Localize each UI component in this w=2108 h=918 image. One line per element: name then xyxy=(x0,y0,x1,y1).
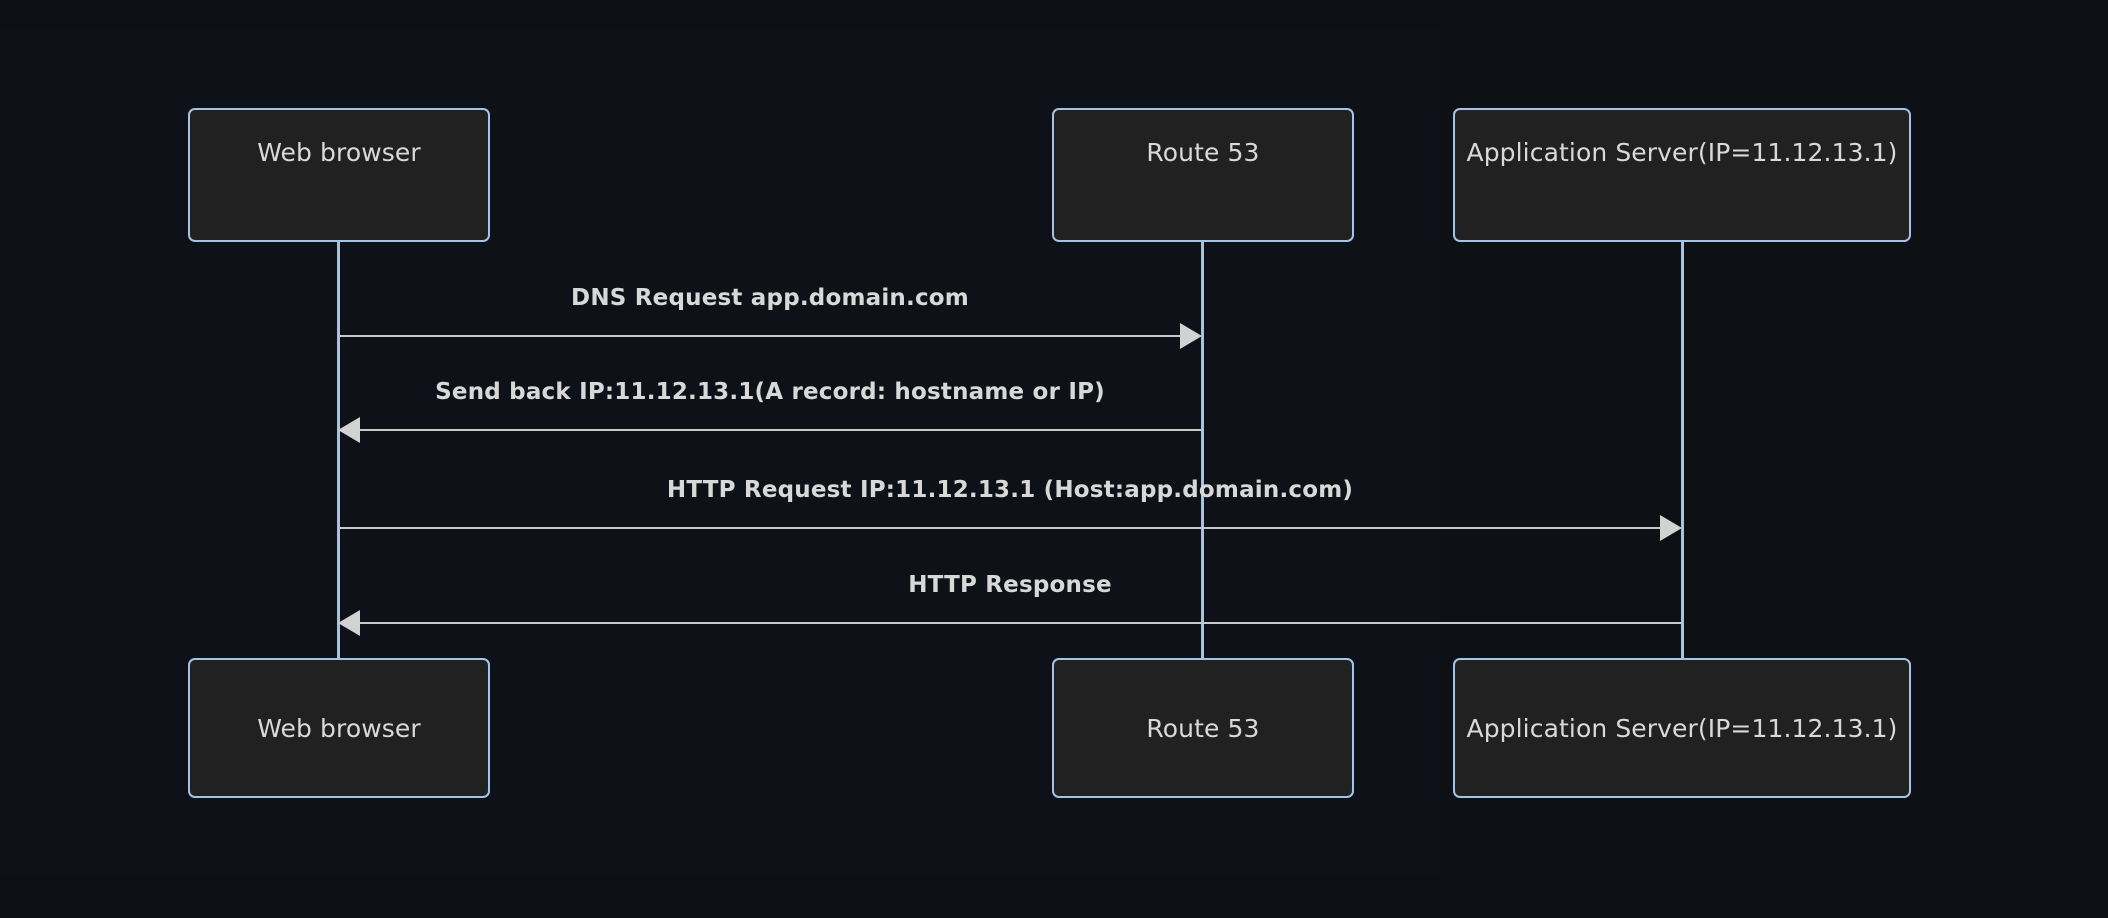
participant-label-appserver-top: Application Server(IP=11.12.13.1) xyxy=(1466,138,1898,167)
participant-label-route53-top: Route 53 xyxy=(1146,138,1260,167)
message-label-http-response: HTTP Response xyxy=(908,572,1112,598)
participant-label-browser-top: Web browser xyxy=(257,138,421,167)
participant-label-browser-bottom: Web browser xyxy=(257,713,421,743)
participant-box-appserver-bottom[interactable]: Application Server(IP=11.12.13.1) xyxy=(1453,658,1911,798)
lifeline-browser xyxy=(337,242,340,658)
participant-box-appserver-top[interactable]: Application Server(IP=11.12.13.1) xyxy=(1453,108,1911,242)
message-label-send-back-ip: Send back IP:11.12.13.1(A record: hostna… xyxy=(435,379,1105,405)
arrowhead-right-http-request xyxy=(1660,515,1682,541)
message-line-dns-request xyxy=(338,335,1180,337)
participant-box-browser-top[interactable]: Web browser xyxy=(188,108,490,242)
message-line-http-response xyxy=(360,622,1682,624)
message-label-dns-request: DNS Request app.domain.com xyxy=(571,285,969,311)
message-label-http-request: HTTP Request IP:11.12.13.1 (Host:app.dom… xyxy=(666,477,1354,503)
arrowhead-left-send-back-ip xyxy=(338,417,360,443)
arrowhead-right-dns-request xyxy=(1180,323,1202,349)
participant-box-route53-top[interactable]: Route 53 xyxy=(1052,108,1354,242)
participant-label-appserver-bottom: Application Server(IP=11.12.13.1) xyxy=(1466,713,1898,743)
participant-label-route53-bottom: Route 53 xyxy=(1146,713,1260,743)
lifeline-route53 xyxy=(1201,242,1204,658)
participant-box-browser-bottom[interactable]: Web browser xyxy=(188,658,490,798)
participant-box-route53-bottom[interactable]: Route 53 xyxy=(1052,658,1354,798)
message-line-send-back-ip xyxy=(360,429,1202,431)
arrowhead-left-http-response xyxy=(338,610,360,636)
lifeline-appserver xyxy=(1681,242,1684,658)
message-line-http-request xyxy=(338,527,1660,529)
